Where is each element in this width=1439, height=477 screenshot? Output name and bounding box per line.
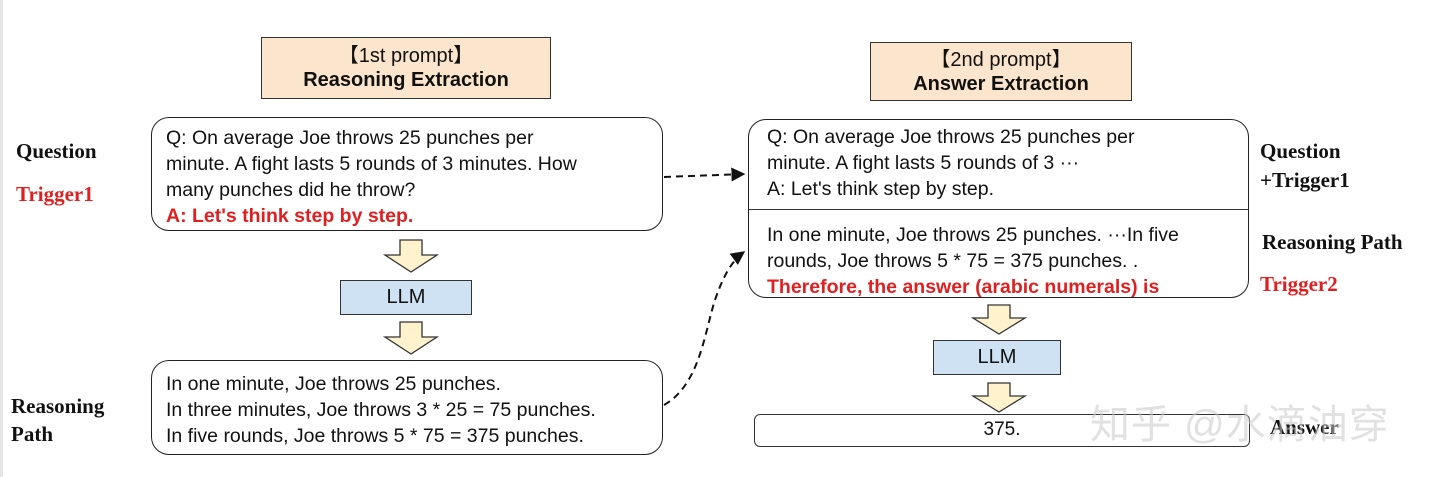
label-answer: Answer [1270,415,1339,439]
watermark-text: 知乎 @水滴油穿 [1090,403,1390,447]
question-line-3: many punches did he throw? [166,179,416,201]
label-reasoning-line2: Path [11,422,53,446]
second-reasoning-line-1: In one minute, Joe throws 25 punches. ··… [767,224,1179,246]
down-arrow-right-1 [970,304,1028,335]
header-first-prompt-line2: Reasoning Extraction [303,69,509,91]
down-arrow-left-2 [382,321,440,355]
second-question-line-3: A: Let's think step by step. [767,178,995,200]
down-arrow-left-1 [382,239,440,273]
label-question-right-line1: Question [1260,139,1341,163]
down-arrow-right-2 [970,382,1028,413]
second-reasoning-line-2: rounds, Joe throws 5 * 75 = 375 punches.… [767,250,1139,272]
question-box-first: Q: On average Joe throws 25 punches per … [151,117,663,231]
question-line-2: minute. A fight lasts 5 rounds of 3 minu… [166,153,577,175]
question-line-1: Q: On average Joe throws 25 punches per [166,127,534,149]
header-second-prompt: 【2nd prompt】 Answer Extraction [870,42,1132,101]
header-second-prompt-line1: 【2nd prompt】 [930,49,1072,71]
trigger1-text: A: Let's think step by step. [166,205,414,227]
header-first-prompt-line1: 【1st prompt】 [338,45,474,67]
reasoning-line-3: In five rounds, Joe throws 5 * 75 = 375 … [166,425,584,447]
left-edge-bar [0,0,3,477]
question-section-second: Q: On average Joe throws 25 punches per … [767,124,1134,202]
label-trigger1: Trigger1 [16,182,94,206]
header-first-prompt: 【1st prompt】 Reasoning Extraction [261,37,551,99]
reasoning-section-second: In one minute, Joe throws 25 punches. ··… [767,222,1179,300]
dashed-arrow-reasoning [663,251,746,406]
second-question-line-1: Q: On average Joe throws 25 punches per [767,126,1135,148]
dashed-arrow-question [663,167,746,182]
reasoning-line-2: In three minutes, Joe throws 3 * 25 = 75… [166,399,596,421]
answer-box: 375. [754,414,1250,447]
llm-box-first: LLM [340,280,472,315]
label-reasoning-line1: Reasoning [11,394,105,418]
trigger2-text: Therefore, the answer (arabic numerals) … [767,276,1160,298]
prompt-box-second: Q: On average Joe throws 25 punches per … [748,119,1249,298]
second-question-line-2: minute. A fight lasts 5 rounds of 3 ··· [767,152,1080,174]
reasoning-line-1: In one minute, Joe throws 25 punches. [166,373,501,395]
llm-box-second: LLM [933,340,1061,375]
section-divider [749,209,1248,210]
label-question: Question [16,139,97,163]
header-second-prompt-line2: Answer Extraction [913,73,1089,95]
label-reasoning-path-right: Reasoning Path [1262,230,1403,254]
label-question-right-line2: +Trigger1 [1260,168,1350,192]
label-trigger2: Trigger2 [1260,272,1338,296]
reasoning-box-first: In one minute, Joe throws 25 punches. In… [151,360,663,455]
